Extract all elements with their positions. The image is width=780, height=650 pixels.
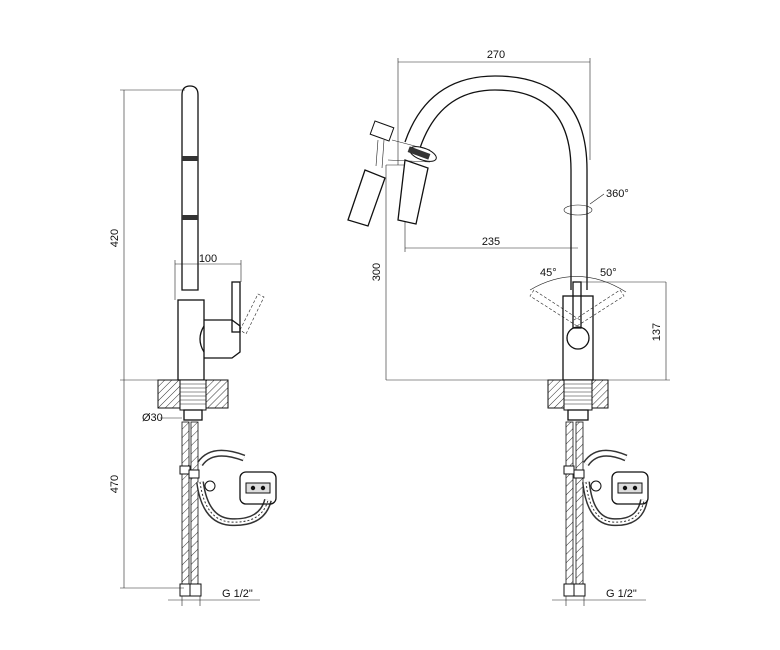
dimension-label-100: 100: [199, 253, 217, 265]
dimension-270: 270: [397, 49, 591, 165]
side-spout: [181, 85, 199, 291]
side-view: 420 100: [109, 85, 277, 606]
swivel-indicator: 360°: [563, 188, 629, 216]
dimension-label-300: 300: [371, 263, 383, 281]
front-hoses: [563, 421, 649, 597]
dimension-420: 420: [109, 89, 185, 381]
side-countertop: Ø30: [142, 379, 229, 424]
dimension-137: 137: [386, 282, 670, 381]
front-spout: [347, 75, 588, 290]
front-thread-dimension: G 1/2": [552, 588, 646, 606]
front-countertop: [547, 379, 609, 421]
dimension-235: 235: [404, 222, 578, 252]
side-hoses: [179, 421, 277, 597]
front-view: 270 360° 235: [347, 49, 670, 606]
side-thread-dimension: G 1/2": [168, 588, 260, 606]
thread-label-front: G 1/2": [606, 588, 637, 600]
thread-label-side: G 1/2": [222, 588, 253, 600]
side-body: 100: [174, 253, 265, 381]
swivel-angle-label: 360°: [606, 188, 629, 200]
dimension-label-235: 235: [482, 236, 500, 248]
dimension-label-270: 270: [487, 49, 505, 61]
angle-label-left: 45°: [540, 267, 557, 279]
dimension-label-470: 470: [109, 475, 121, 493]
dimension-label-420: 420: [109, 229, 121, 247]
dimension-300: 300: [371, 164, 405, 380]
front-lever: 45° 50°: [529, 267, 666, 381]
dimension-label-137: 137: [651, 323, 663, 341]
angle-label-right: 50°: [600, 267, 617, 279]
dimension-470: 470: [109, 380, 184, 589]
dimension-label-diameter: Ø30: [142, 412, 163, 424]
